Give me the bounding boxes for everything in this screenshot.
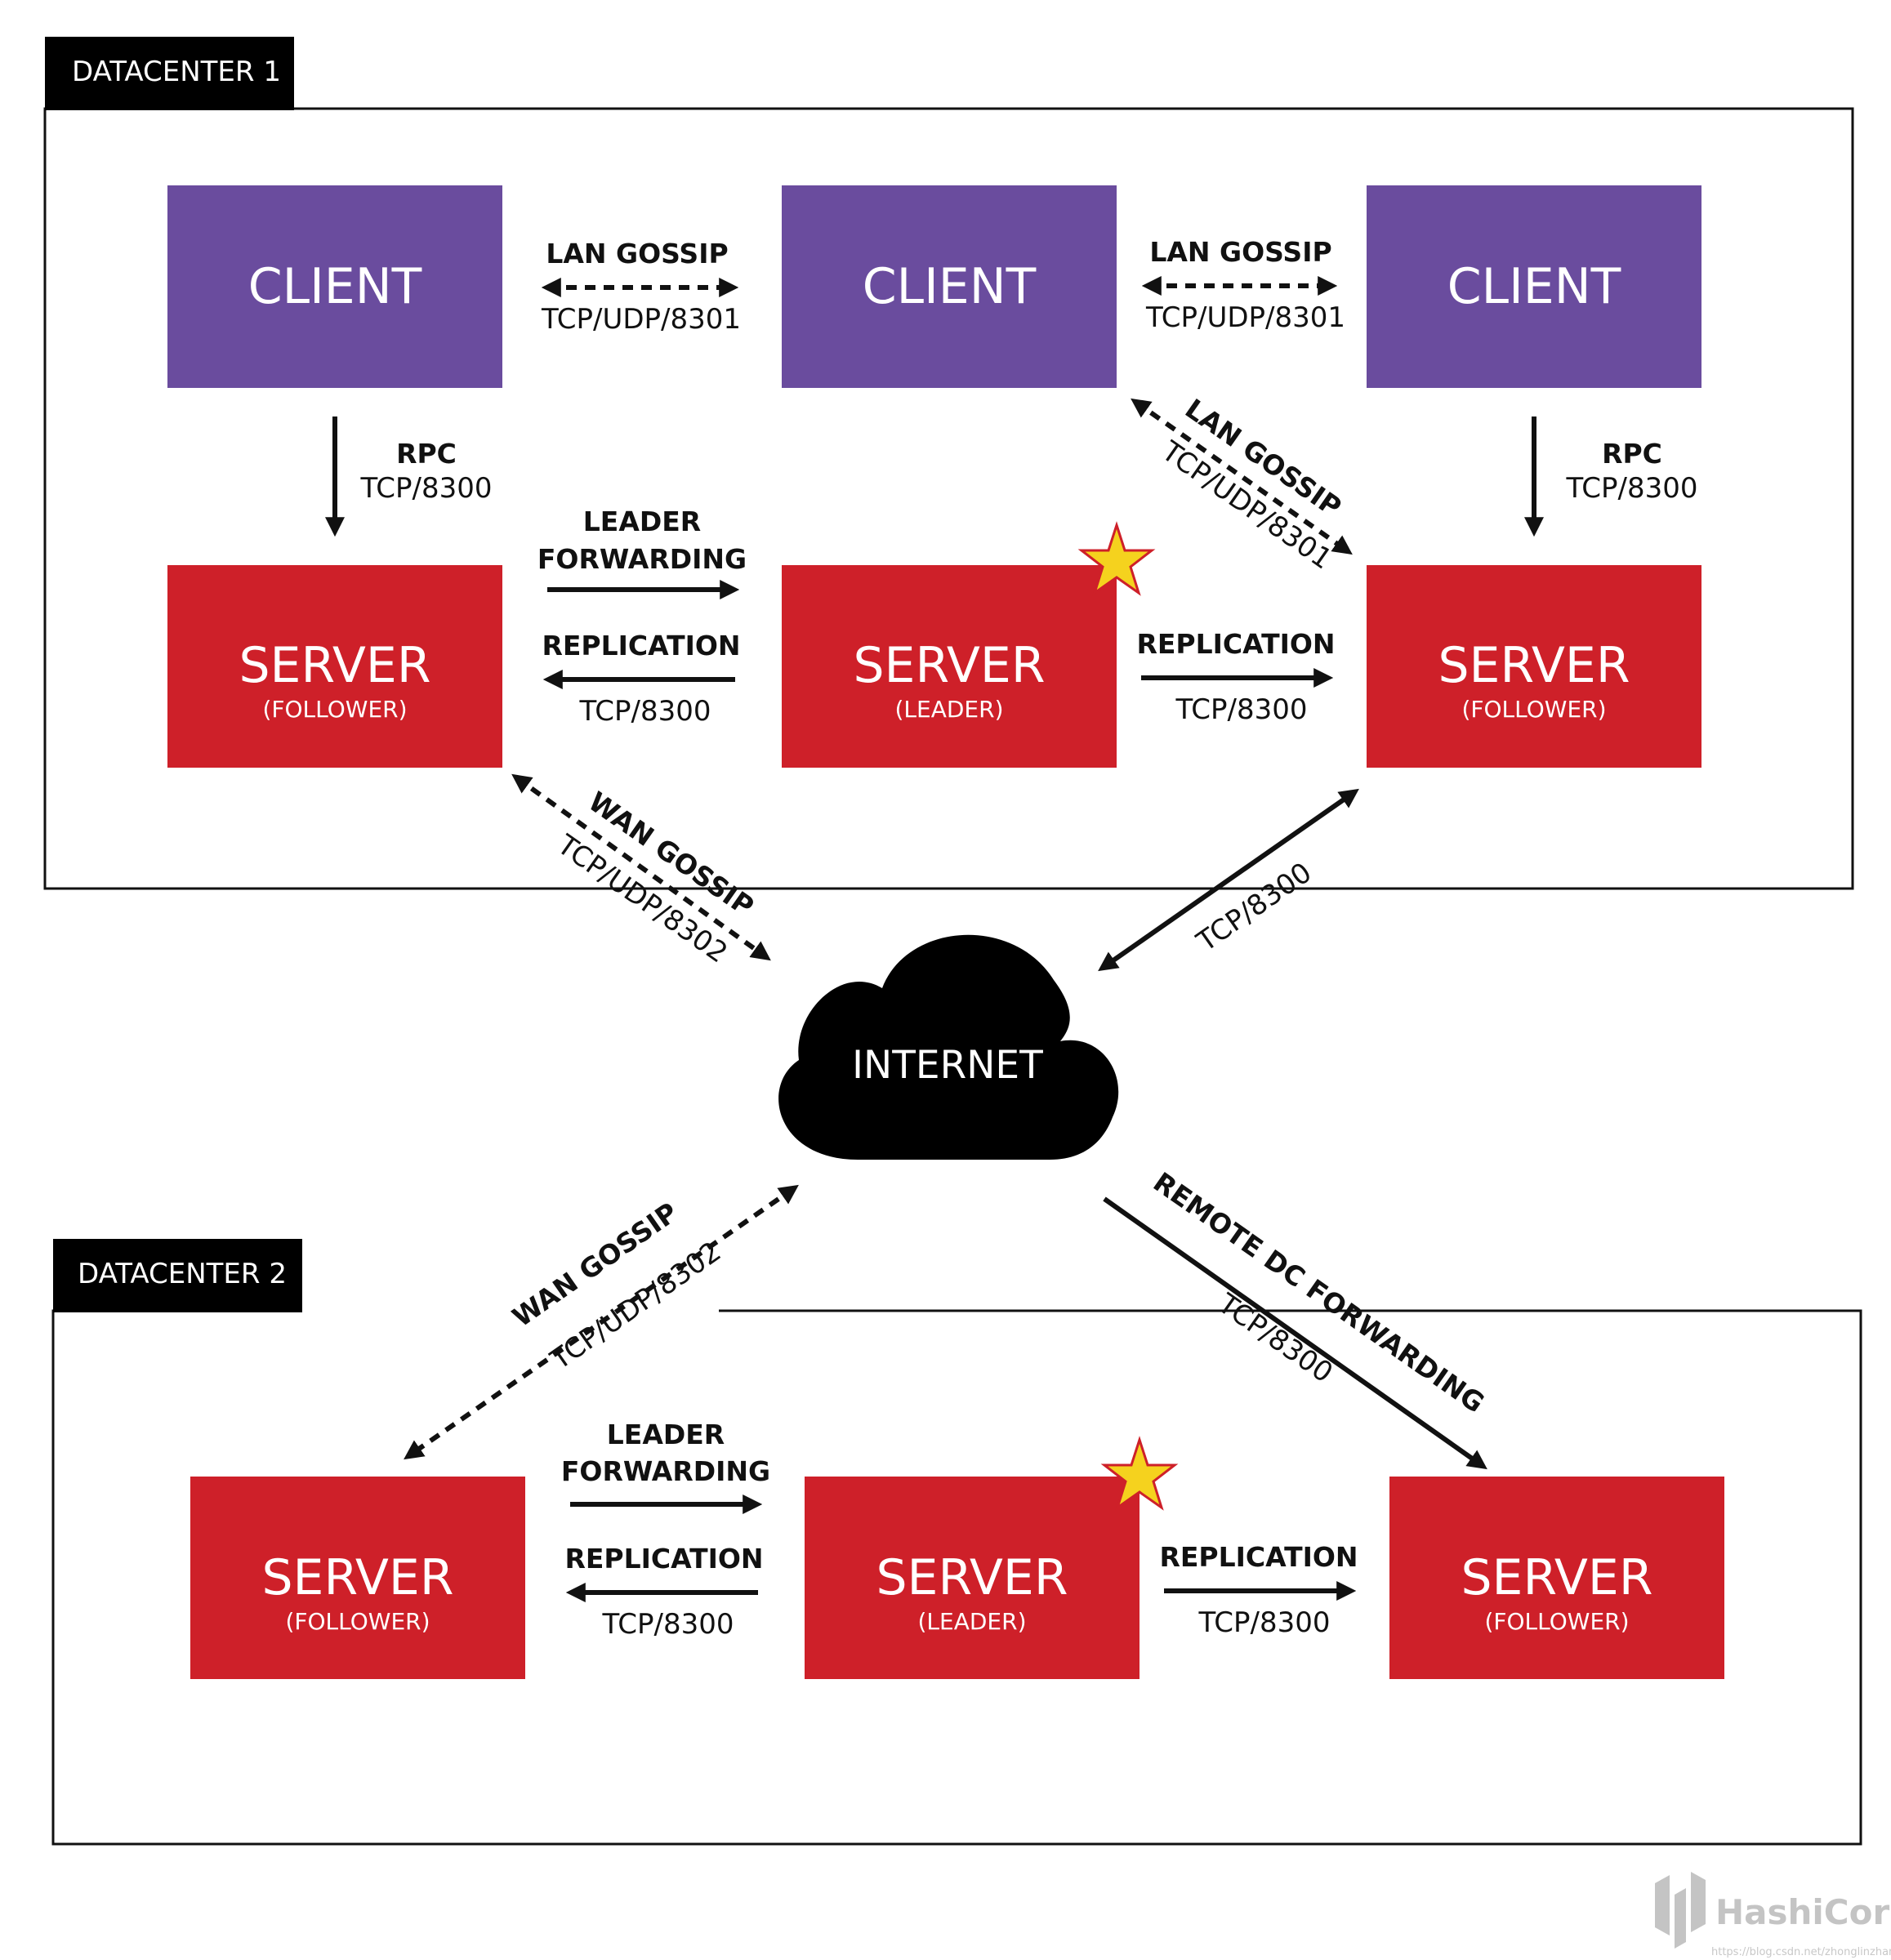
server-role: (FOLLOWER) [262,696,407,723]
client-title: CLIENT [863,258,1037,315]
server-node-leader: SERVER (LEADER) [805,1436,1179,1679]
datacenter-2-label: DATACENTER 2 [78,1258,287,1290]
client-node-1: CLIENT [167,185,502,388]
client-node-3: CLIENT [1367,185,1701,388]
replication-link-left: REPLICATION TCP/8300 [564,1543,763,1641]
leader-forwarding-link: LEADER FORWARDING [561,1419,770,1514]
link-title-line1: LEADER [583,506,701,537]
link-title-line2: FORWARDING [561,1455,770,1487]
link-title: WAN GOSSIP [506,1196,684,1334]
internet-label: INTERNET [852,1043,1043,1088]
lan-gossip-link-2: LAN GOSSIP TCP/UDP/8301 [1141,236,1345,334]
server-title: SERVER [876,1549,1068,1606]
datacenter-1-frame [43,107,1854,890]
link-title: LAN GOSSIP [1149,236,1331,268]
link-port: TCP/8300 [1175,693,1307,726]
server-box [782,565,1117,768]
internet-cloud: INTERNET [778,934,1119,1160]
server-node-leader: SERVER (LEADER) [782,521,1156,768]
server-role: (FOLLOWER) [1484,1608,1629,1635]
link-title-line1: LEADER [607,1419,725,1450]
server-box [805,1477,1140,1679]
wan-gossip-arrow [511,773,771,961]
server-title: SERVER [261,1549,453,1606]
datacenter-1: DATACENTER 1 CLIENT CLIENT CLIENT SERVER… [43,37,1854,890]
link-title: RPC [396,438,457,470]
link-port: TCP/8300 [1565,472,1697,505]
server-box [167,565,502,768]
link-port: TCP/UDP/8301 [1145,301,1345,334]
server-role: (LEADER) [918,1608,1027,1635]
client-box [1367,185,1701,388]
server-box [190,1477,525,1679]
client-box [167,185,502,388]
tcp-arrow [1098,788,1359,972]
link-port: TCP/UDP/8301 [541,303,741,336]
client-title: CLIENT [1447,258,1621,315]
rpc-link-left: RPC TCP/8300 [325,416,493,537]
server-box [1389,1477,1724,1679]
client-node-2: CLIENT [782,185,1117,388]
link-port: TCP/8300 [1190,856,1318,959]
replication-link-left: REPLICATION TCP/8300 [542,630,740,728]
link-port: TCP/8300 [359,472,492,505]
link-port: TCP/8300 [1197,1606,1330,1639]
server-title: SERVER [239,637,430,694]
wan-gossip-link-dc2: WAN GOSSIP TCP/UDP/8302 [404,1184,799,1460]
server-box [1367,565,1701,768]
datacenter-2: DATACENTER 2 SERVER (FOLLOWER) SERVER (L… [51,1239,1862,1846]
link-port: TCP/8300 [601,1608,734,1641]
server-title: SERVER [1438,637,1630,694]
replication-link-right: REPLICATION TCP/8300 [1136,628,1335,726]
wan-gossip-arrow [404,1184,799,1460]
link-title: REPLICATION [542,630,740,662]
link-title: LAN GOSSIP [546,238,728,270]
datacenter-1-label: DATACENTER 1 [72,56,281,88]
lan-gossip-link-1: LAN GOSSIP TCP/UDP/8301 [541,238,741,336]
lan-gossip-link-diagonal: LAN GOSSIP TCP/UDP/8301 [1131,393,1353,576]
server-node-follower-left: SERVER (FOLLOWER) [167,565,502,768]
leader-star-icon [1100,1436,1179,1511]
datacenter-2-tab [53,1239,302,1312]
client-box [782,185,1117,388]
remote-dc-forwarding-link: REMOTE DC FORWARDING TCP/8300 [1103,1166,1490,1470]
source-watermark: https://blog.csdn.net/zhonglinzhang [1711,1946,1891,1958]
hashicorp-brand-name: HashiCorp [1715,1892,1891,1932]
server-node-follower-right: SERVER (FOLLOWER) [1367,565,1701,768]
server-node-follower-left: SERVER (FOLLOWER) [190,1477,525,1679]
link-title: RPC [1602,438,1662,470]
rpc-link-right: RPC TCP/8300 [1524,416,1698,537]
server-role: (FOLLOWER) [285,1608,430,1635]
hashicorp-logo-icon [1655,1872,1706,1949]
datacenter-1-tab [45,37,294,110]
cloud-icon [778,934,1119,1160]
server-node-follower-right: SERVER (FOLLOWER) [1389,1477,1724,1679]
link-port: TCP/8300 [578,695,711,728]
link-title: REPLICATION [564,1543,763,1575]
hashicorp-logo: HashiCorp [1655,1872,1891,1949]
leader-forwarding-link: LEADER FORWARDING [537,506,747,599]
tcp-link-dc1: TCP/8300 [1098,788,1359,972]
link-title: REPLICATION [1159,1541,1358,1573]
link-title-line2: FORWARDING [537,543,747,575]
link-title: REPLICATION [1136,628,1335,660]
wan-gossip-link-dc1: WAN GOSSIP TCP/UDP/8302 [511,773,771,969]
lan-gossip-arrow [1131,398,1353,555]
remote-forwarding-arrow [1103,1196,1487,1470]
server-role: (LEADER) [895,696,1004,723]
server-title: SERVER [1461,1549,1652,1606]
server-title: SERVER [853,637,1045,694]
replication-link-right: REPLICATION TCP/8300 [1159,1541,1358,1639]
client-title: CLIENT [248,258,422,315]
server-role: (FOLLOWER) [1461,696,1606,723]
link-port: TCP/UDP/8302 [544,1236,727,1377]
